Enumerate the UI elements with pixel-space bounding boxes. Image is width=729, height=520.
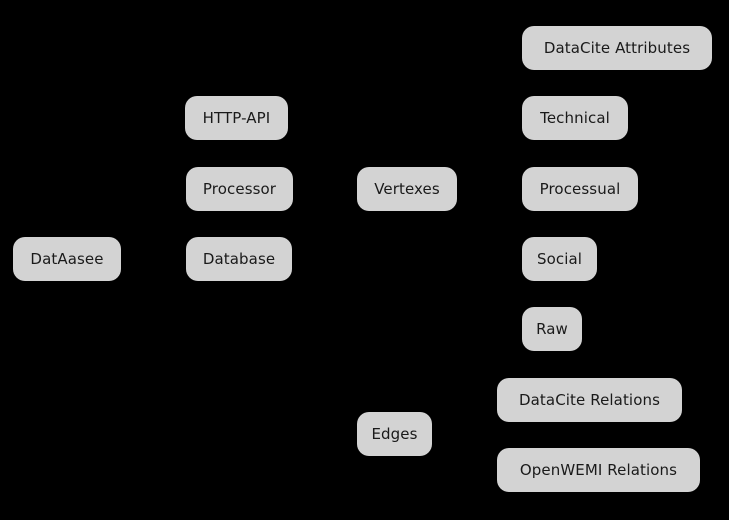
graph-node-vertexes[interactable]: Vertexes [357,167,457,211]
graph-node-datacite-attributes[interactable]: DataCite Attributes [522,26,712,70]
graph-node-technical[interactable]: Technical [522,96,628,140]
graph-node-raw[interactable]: Raw [522,307,582,351]
graph-node-database[interactable]: Database [186,237,292,281]
graph-node-processor[interactable]: Processor [186,167,293,211]
graph-node-edges[interactable]: Edges [357,412,432,456]
graph-node-datacite-relations[interactable]: DataCite Relations [497,378,682,422]
graph-node-social[interactable]: Social [522,237,597,281]
graph-node-processual[interactable]: Processual [522,167,638,211]
graph-node-http-api[interactable]: HTTP-API [185,96,288,140]
graph-node-openwemi-relations[interactable]: OpenWEMI Relations [497,448,700,492]
graph-node-datAasee[interactable]: DatAasee [13,237,121,281]
